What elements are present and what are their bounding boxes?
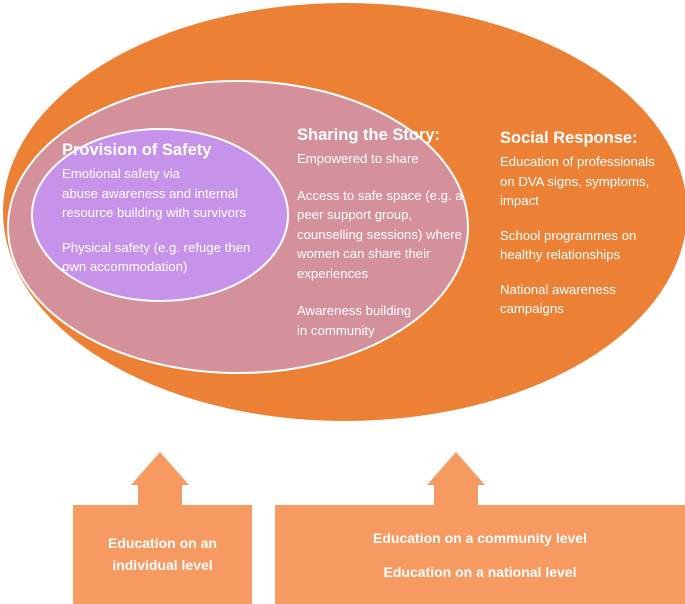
- individual-level-box: [73, 505, 252, 604]
- text-line: Emotional safety via: [62, 166, 181, 181]
- text-line: School programmes on: [500, 227, 637, 243]
- social-item-school: School programmes on healthy relationship…: [500, 226, 655, 265]
- text-line: Physical safety (e.g. refuge then: [62, 239, 251, 255]
- text-line: women can share their: [297, 246, 431, 261]
- text-line: Access to safe space (e.g. a: [297, 187, 463, 203]
- community-national-box: [275, 505, 685, 604]
- social-item-national: National awareness campaigns: [500, 280, 655, 319]
- text-line: abuse awareness and internal: [62, 185, 238, 201]
- text-line: Empowered to share: [297, 151, 419, 166]
- text-line: on DVA signs, symptoms,: [500, 173, 650, 189]
- text-line: counselling sessions) where: [297, 226, 462, 242]
- text-line: Education of professionals: [500, 154, 655, 169]
- text-line: campaigns: [500, 301, 564, 316]
- provision-safety-title: Provision of Safety: [62, 141, 212, 159]
- provision-safety-block: Provision of Safety Emotional safety via…: [62, 140, 250, 277]
- provision-item-physical: Physical safety (e.g. refuge then own acc…: [62, 238, 250, 277]
- text-line: in community: [297, 322, 375, 338]
- text-line: healthy relationships: [500, 247, 621, 262]
- community-level-arrow: [427, 452, 485, 505]
- sharing-item-empowered: Empowered to share: [297, 149, 463, 169]
- sharing-story-title: Sharing the Story:: [297, 126, 441, 144]
- text-line: Awareness building: [297, 303, 412, 318]
- sharing-story-block: Sharing the Story: Empowered to share Ac…: [297, 125, 463, 340]
- text-line: Education on an: [108, 535, 217, 551]
- provision-item-emotional: Emotional safety via abuse awareness and …: [62, 164, 250, 223]
- text-line: individual level: [112, 557, 213, 573]
- social-response-block: Social Response: Education of profession…: [500, 128, 655, 319]
- text-line: experiences: [297, 265, 369, 281]
- text-line: peer support group,: [297, 207, 413, 222]
- text-line: resource building with survivors: [62, 205, 246, 220]
- individual-level-label: Education on an individual level: [73, 532, 252, 576]
- provision-safety-ellipse: [31, 128, 289, 302]
- social-response-title: Social Response:: [500, 129, 638, 147]
- text-line: own accommodation): [62, 259, 188, 274]
- sharing-item-safe-space: Access to safe space (e.g. a peer support…: [297, 186, 463, 284]
- text-line: impact: [500, 193, 539, 208]
- social-item-professionals: Education of professionals on DVA signs, …: [500, 152, 655, 211]
- national-level-label: Education on a national level: [383, 564, 577, 580]
- text-line: National awareness: [500, 281, 616, 297]
- sharing-item-awareness: Awareness building in community: [297, 301, 463, 340]
- individual-level-arrow: [131, 452, 189, 505]
- community-level-label: Education on a community level: [373, 530, 587, 546]
